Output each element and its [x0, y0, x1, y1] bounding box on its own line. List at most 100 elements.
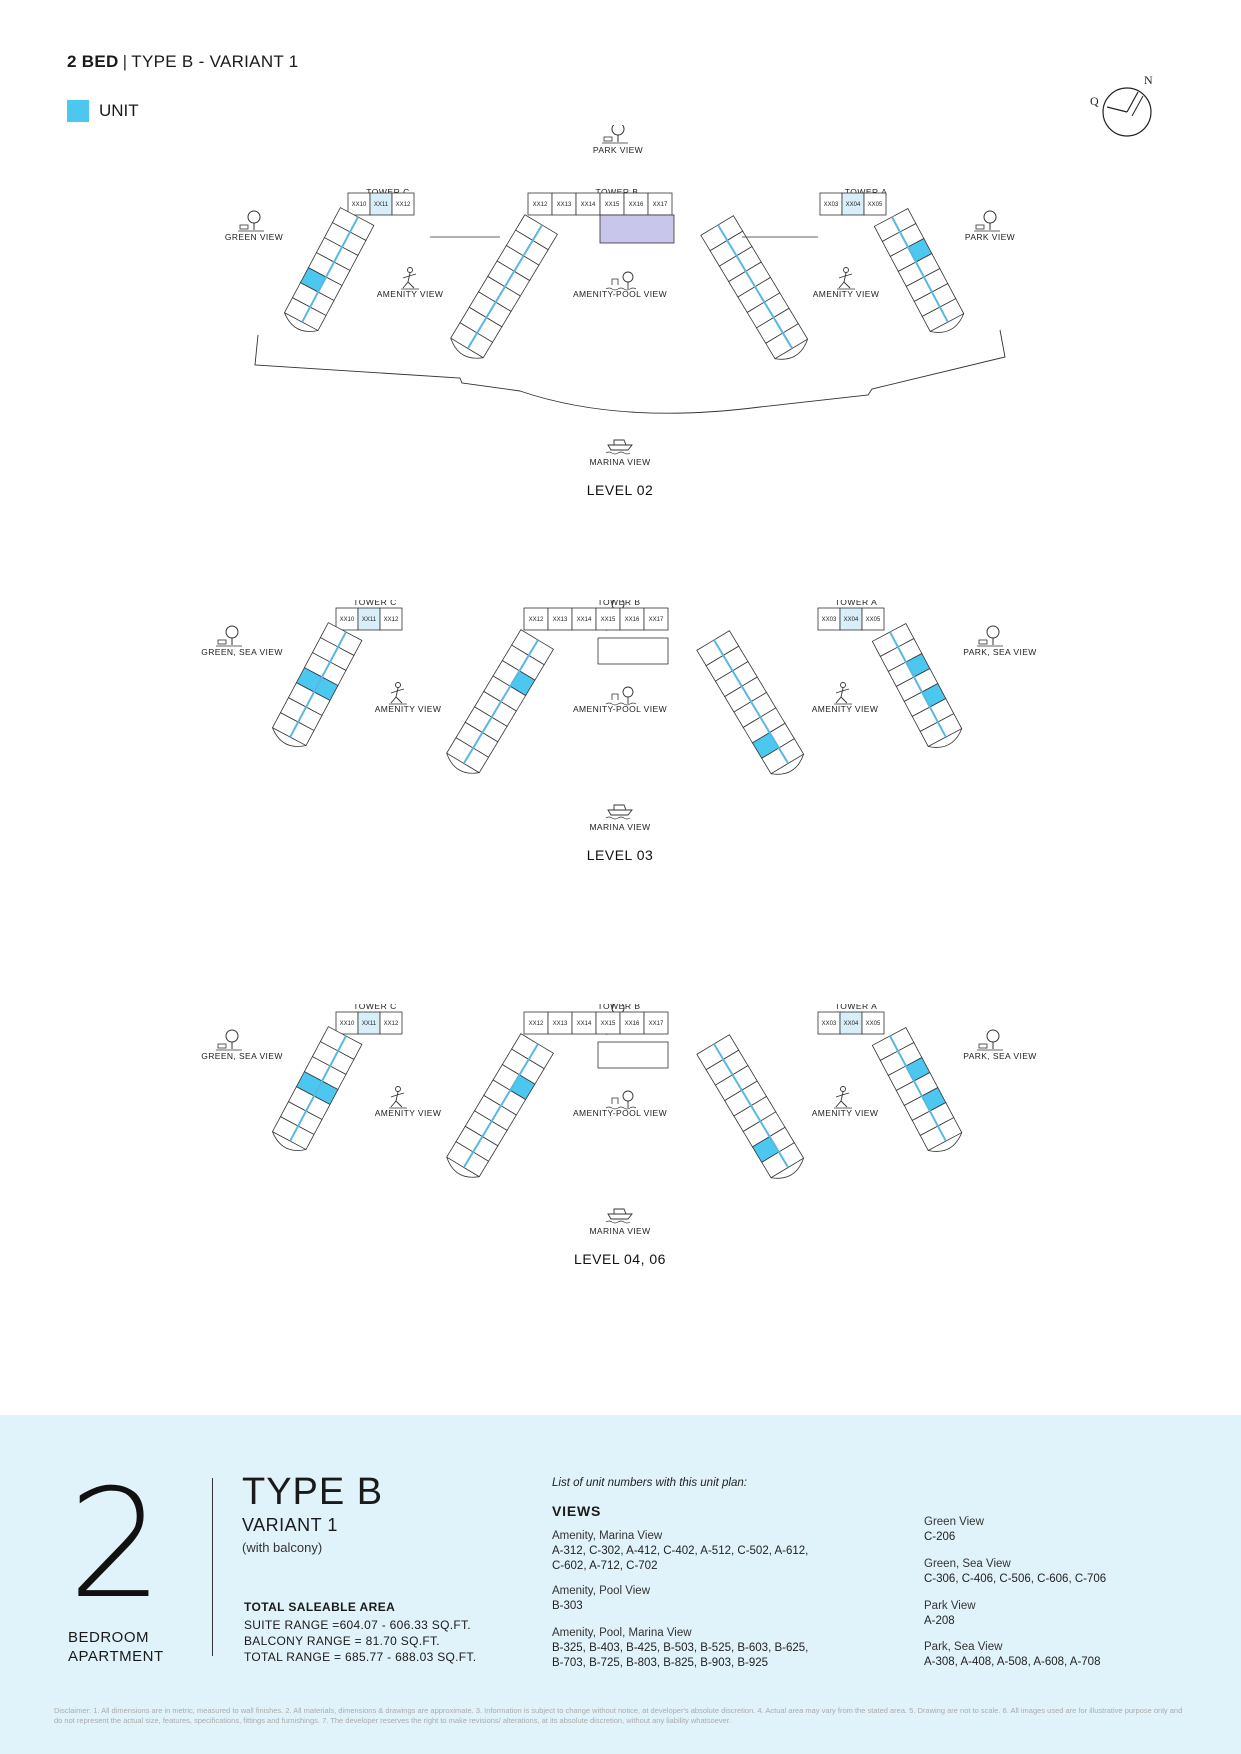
person-head [843, 267, 849, 273]
unit-box [379, 1011, 403, 1035]
amenity-right-icon [834, 1086, 852, 1109]
views-title: VIEWS [552, 1503, 602, 1519]
tower-c-label: TOWER C [366, 187, 409, 197]
unit-box [643, 1011, 669, 1035]
bottom-view-label: MARINA VIEW [589, 457, 650, 467]
tower-c-label: TOWER C [353, 1004, 396, 1011]
level-label: LEVEL 02 [587, 482, 654, 498]
unit-box [391, 192, 415, 216]
person-head [395, 682, 401, 688]
divider [212, 1478, 213, 1656]
arm-end [770, 754, 804, 775]
waves [605, 1220, 631, 1224]
waves [605, 816, 631, 820]
right-view-label: PARK VIEW [965, 232, 1015, 242]
view-name: Park View [924, 1600, 976, 1612]
tree-crown [622, 1090, 634, 1102]
unit-number: XX15 [601, 617, 616, 623]
top-view-label: PARK VIEW [593, 145, 643, 155]
marina-view-icon [605, 1208, 633, 1224]
unit-number: XX16 [625, 1021, 640, 1027]
boat-cabin [613, 1208, 627, 1215]
unit-number: XX04 [846, 202, 861, 208]
view-name: Amenity, Pool View [552, 1585, 651, 1597]
arm-end [770, 1158, 804, 1179]
area-ranges: SUITE RANGE =604.07 - 606.33 SQ.FT. BALC… [244, 1617, 476, 1665]
corridor [462, 639, 539, 764]
total-range: TOTAL RANGE = 685.77 - 688.03 SQ.FT. [244, 1650, 477, 1664]
pool-waves [605, 702, 637, 706]
corridor [713, 1043, 790, 1168]
unit-number: XX11 [362, 617, 377, 623]
person-body [835, 687, 850, 704]
arm-end [774, 339, 808, 360]
title-separator: | [122, 52, 128, 71]
suite-range: SUITE RANGE =604.07 - 606.33 SQ.FT. [244, 1618, 471, 1632]
pool-waves [605, 287, 637, 291]
view-name: Green View [924, 1516, 984, 1528]
left-view-label: GREEN VIEW [225, 232, 283, 242]
green-view-icon [216, 625, 242, 647]
park-view-icon [602, 125, 628, 144]
legend-label: UNIT [99, 101, 139, 120]
bench [603, 136, 613, 142]
unit-number: XX13 [553, 617, 568, 623]
boat-hull [607, 809, 633, 816]
park-view-right-icon [977, 1029, 1003, 1051]
compass-q: Q [1090, 94, 1099, 108]
unit-number: XX03 [822, 1021, 837, 1027]
arm-end [928, 728, 963, 748]
unit-number: XX11 [374, 202, 389, 208]
unit-legend-swatch [67, 100, 89, 122]
bench [217, 639, 227, 645]
tower-c-arm [271, 1026, 363, 1151]
tower-a-label: TOWER A [835, 1004, 878, 1011]
tree-crown [225, 1029, 239, 1043]
boat-cabin [613, 804, 627, 811]
unit-number: XX12 [396, 202, 411, 208]
marina-view-icon [605, 804, 633, 820]
corridor [717, 224, 794, 349]
info-panel [0, 1415, 1241, 1754]
corridor [301, 216, 359, 323]
amenity-right-label: AMENITY VIEW [812, 1108, 879, 1118]
corridor [889, 1035, 947, 1142]
unit-box [643, 607, 669, 631]
tower-a-arm [873, 208, 965, 333]
pool-deck [599, 214, 675, 244]
view-group-amenity-pool-marina: Amenity, Pool, Marina View B-325, B-403,… [552, 1626, 808, 1671]
unit-number: XX17 [649, 1021, 664, 1027]
tree-crown [983, 210, 997, 224]
amenity-left-icon [389, 1086, 407, 1109]
legend: UNIT [67, 100, 139, 122]
amenity-right-icon [837, 267, 855, 290]
view-group-green-sea: Green, Sea View C-306, C-406, C-506, C-6… [924, 1557, 1106, 1587]
corridor [466, 224, 543, 349]
amenity-pool-icon [605, 1090, 637, 1110]
person-head [840, 1086, 846, 1092]
unit-number: XX15 [605, 202, 620, 208]
corridor [889, 631, 947, 738]
unit-number: XX15 [601, 1021, 616, 1027]
bedroom-label: BEDROOM APARTMENT [68, 1628, 164, 1666]
tree-crown [622, 271, 634, 283]
person-body [835, 1091, 850, 1108]
unit-box [861, 1011, 885, 1035]
bed-count: 2 BED [67, 52, 119, 71]
right-view-label: PARK, SEA VIEW [963, 1051, 1036, 1061]
unit-number: XX17 [653, 202, 668, 208]
tower-b-label: TOWER B [597, 600, 640, 607]
bench [978, 1043, 988, 1049]
corridor [289, 631, 347, 738]
view-group-park-sea: Park, Sea View A-308, A-408, A-508, A-60… [924, 1640, 1100, 1670]
unit-number: XX11 [362, 1021, 377, 1027]
amenity-right-icon [834, 682, 852, 705]
tower-b-left-arm [450, 214, 558, 359]
tower-c-arm [283, 207, 375, 332]
arm-end [272, 727, 307, 747]
